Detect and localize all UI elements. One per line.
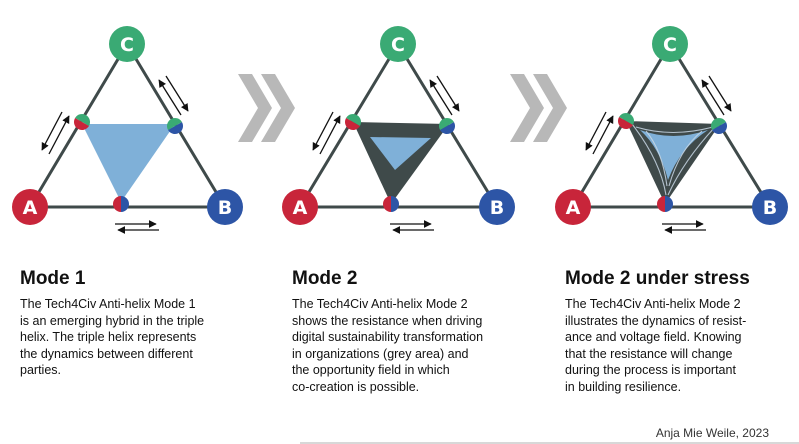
mode-1-description: The Tech4Civ Anti-helix Mode 1 is an eme…: [20, 297, 205, 377]
node-a: A: [282, 189, 318, 225]
double-arrow-right: [158, 75, 189, 116]
node-a-label: A: [23, 197, 38, 219]
chevron-icon: [238, 74, 295, 142]
mode-2-text: Mode 2 The Tech4Civ Anti-helix Mode 2 sh…: [292, 268, 532, 395]
opportunity-field: [370, 137, 431, 170]
double-arrow-left: [585, 111, 614, 155]
junction-bc: [439, 118, 455, 134]
divider: [300, 442, 799, 444]
mode-2-title: Mode 2: [292, 268, 358, 289]
node-a: A: [12, 189, 48, 225]
junction-ac: [74, 114, 90, 130]
junction-ac: [618, 113, 634, 129]
mode-2-description: The Tech4Civ Anti-helix Mode 2 shows the…: [292, 297, 484, 394]
node-b-label: B: [218, 197, 232, 219]
junction-bc: [711, 118, 727, 134]
junction-ac: [345, 114, 361, 130]
node-b: B: [479, 189, 515, 225]
mode-2-under-stress-diagram: A B C: [555, 26, 788, 234]
junction-bc: [167, 118, 183, 134]
node-b-label: B: [490, 197, 504, 219]
double-arrow-left: [312, 111, 341, 155]
mode-2-diagram: A B C: [282, 26, 515, 234]
node-b: B: [207, 189, 243, 225]
junction-ab: [113, 196, 129, 212]
double-arrow-left: [41, 111, 70, 155]
node-a-label: A: [566, 197, 581, 219]
node-b: B: [752, 189, 788, 225]
node-c: C: [652, 26, 688, 62]
double-arrow-right: [429, 75, 460, 116]
voltage-field-lines: [631, 123, 717, 196]
mode-1-text: Mode 1 The Tech4Civ Anti-helix Mode 1 is…: [20, 268, 260, 379]
junction-ab: [383, 196, 399, 212]
mode-2-under-stress-title: Mode 2 under stress: [565, 268, 750, 289]
mode-2-under-stress-text: Mode 2 under stress The Tech4Civ Anti-he…: [565, 268, 799, 395]
node-c-label: C: [391, 34, 405, 56]
mode-1-title: Mode 1: [20, 268, 86, 289]
double-arrow-bottom: [115, 220, 159, 234]
mode-2-under-stress-description: The Tech4Civ Anti-helix Mode 2 illustrat…: [565, 297, 747, 394]
node-c: C: [109, 26, 145, 62]
anti-helix-diagrams: A B C: [12, 26, 788, 234]
chevron-icon: [510, 74, 567, 142]
double-arrow-bottom: [662, 220, 706, 234]
mode-1-diagram: A B C: [12, 26, 243, 234]
node-a-label: A: [293, 197, 308, 219]
double-arrow-bottom: [390, 220, 434, 234]
junction-ab: [657, 196, 673, 212]
opportunity-field: [82, 124, 175, 202]
node-c-label: C: [663, 34, 677, 56]
node-a: A: [555, 189, 591, 225]
node-c-label: C: [120, 34, 134, 56]
double-arrow-right: [701, 75, 732, 116]
node-c: C: [380, 26, 416, 62]
author-credit: Anja Mie Weile, 2023: [655, 426, 769, 440]
node-b-label: B: [763, 197, 777, 219]
